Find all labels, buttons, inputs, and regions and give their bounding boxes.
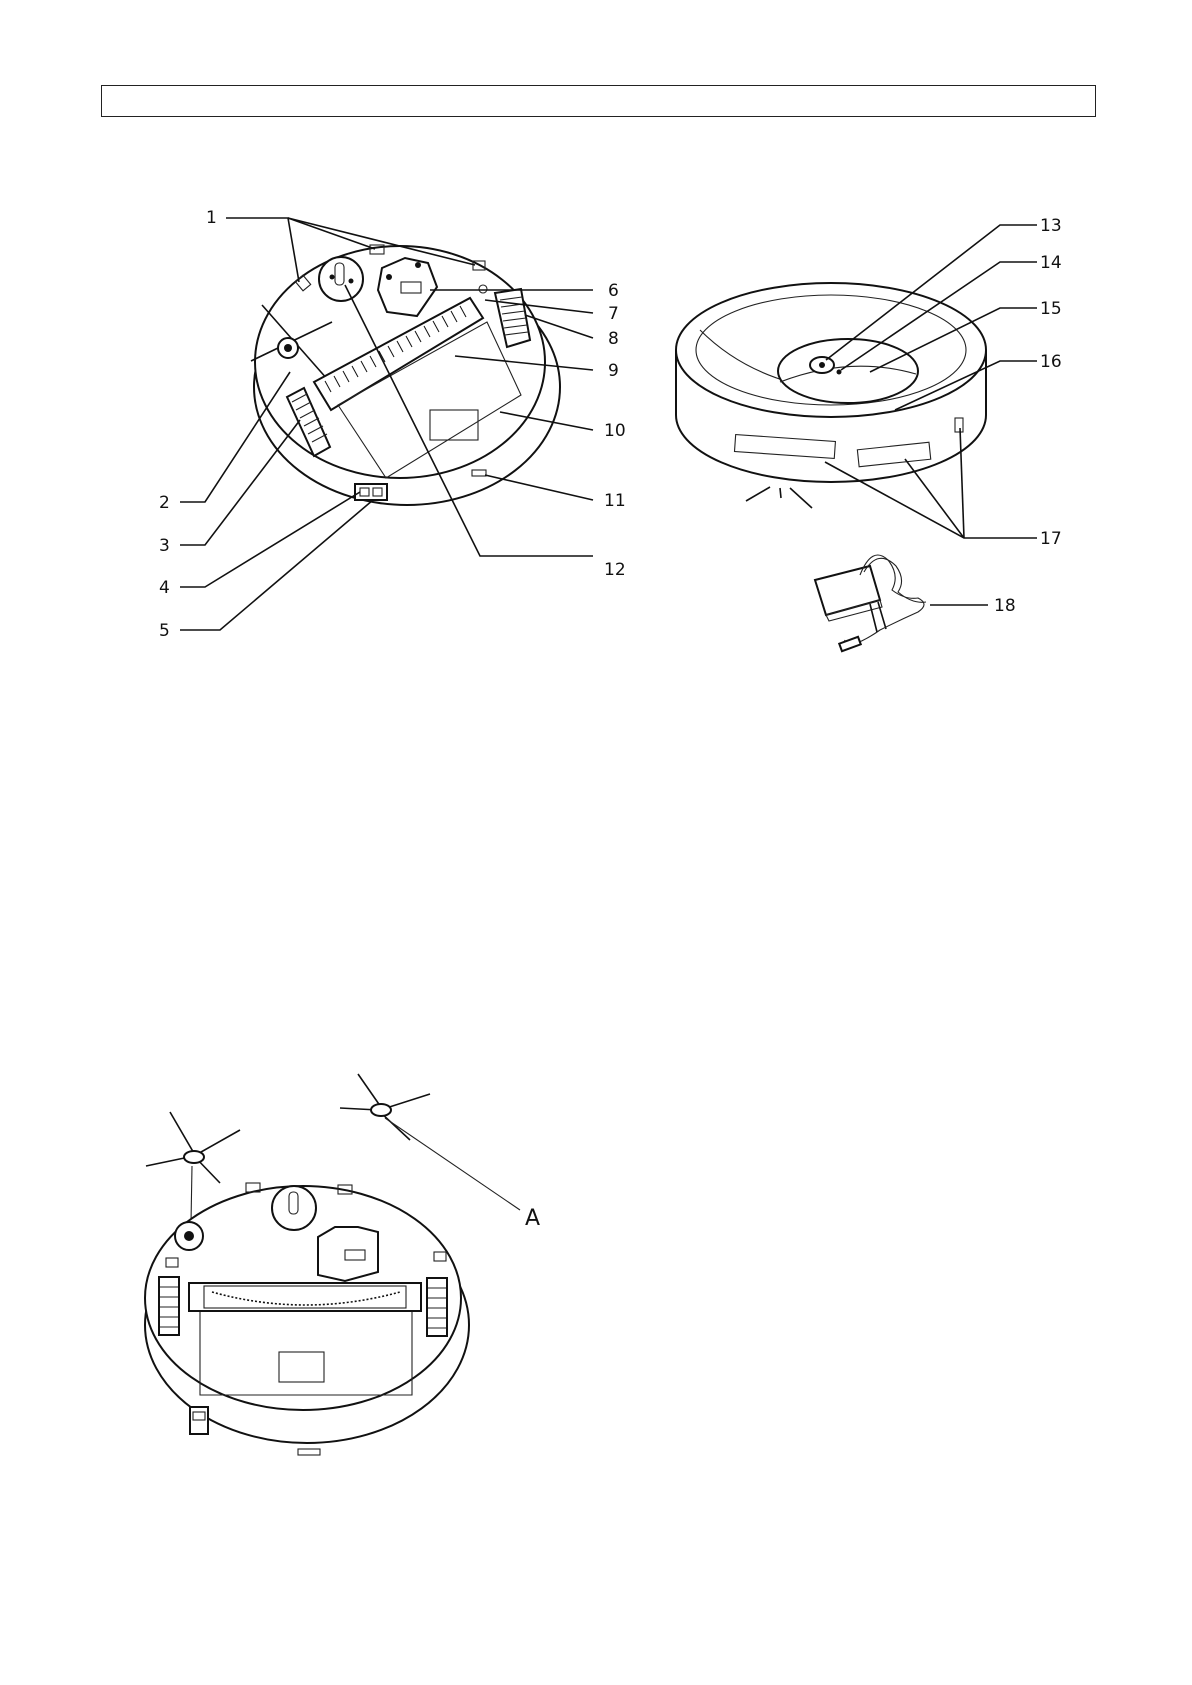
callout-17: 17 <box>1040 529 1062 549</box>
robot-top-view <box>676 283 986 508</box>
label-a: A <box>525 1206 540 1231</box>
callout-7: 7 <box>608 304 619 324</box>
callout-12: 12 <box>604 560 626 580</box>
callout-8: 8 <box>608 329 619 349</box>
callout-2: 2 <box>159 493 170 513</box>
power-adapter: 18 <box>815 555 1016 651</box>
top-view-callouts: 13 14 15 16 17 <box>1040 216 1062 549</box>
callout-10: 10 <box>604 421 626 441</box>
robot-bottom-view <box>251 245 560 505</box>
callout-16: 16 <box>1040 352 1062 372</box>
callout-11: 11 <box>604 491 626 511</box>
callout-4: 4 <box>159 578 170 598</box>
side-brush-assembly-figure: A <box>145 1074 540 1455</box>
callout-18: 18 <box>994 596 1016 616</box>
callout-15: 15 <box>1040 299 1062 319</box>
callout-1: 1 <box>206 208 217 228</box>
callout-14: 14 <box>1040 253 1062 273</box>
callout-13: 13 <box>1040 216 1062 236</box>
callout-6: 6 <box>608 281 619 301</box>
callout-9: 9 <box>608 361 619 381</box>
callout-5: 5 <box>159 621 170 641</box>
callout-3: 3 <box>159 536 170 556</box>
